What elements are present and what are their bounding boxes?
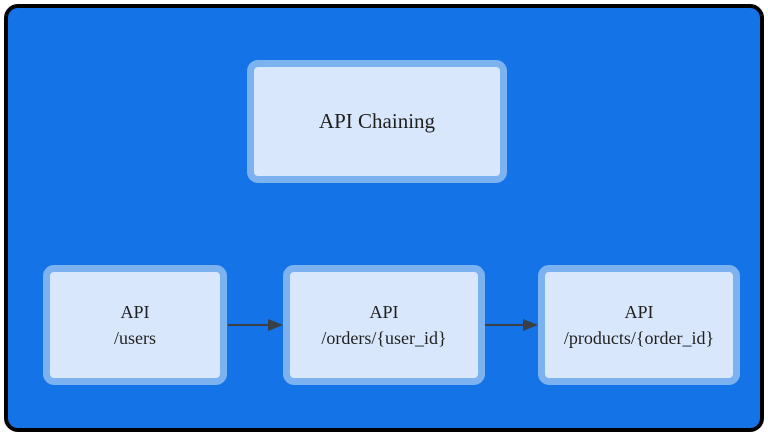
node-api-products: API /products/{order_id} <box>538 265 740 385</box>
node-label-line1: API <box>120 301 150 322</box>
node-label-line2: /users <box>114 328 156 348</box>
node-label-line2: /products/{order_id} <box>563 328 715 348</box>
node-label-line2: /orders/{user_id} <box>321 328 447 348</box>
node-label-line1: API <box>624 301 654 322</box>
node-api-orders: API /orders/{user_id} <box>283 265 485 385</box>
node-api-users: API /users <box>43 265 227 385</box>
node-api-chaining: API Chaining <box>247 60 507 183</box>
diagram-title: API Chaining <box>318 109 436 134</box>
node-label-line1: API <box>369 301 399 322</box>
